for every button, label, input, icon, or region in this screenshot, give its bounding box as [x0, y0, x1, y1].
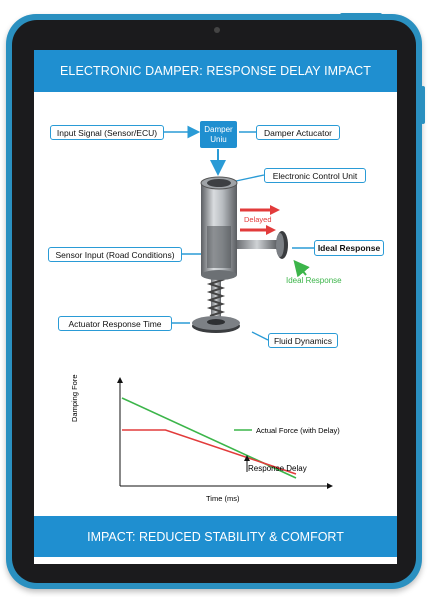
- chart-y-label: Damping Fore: [70, 374, 79, 422]
- side-piston-rod: [237, 240, 277, 249]
- camera-icon: [214, 27, 220, 33]
- footer-banner: IMPACT: REDUCED STABILITY & COMFORT: [34, 516, 397, 557]
- chart-series-line-1: [122, 429, 297, 475]
- damper-actuator-label: Damper Actucator: [256, 125, 340, 140]
- damper-unit-line2: Uniu: [210, 134, 227, 144]
- actuator-response-time-label: Actuator Response Time: [58, 316, 172, 331]
- ideal-response-box: Ideal Response: [314, 240, 384, 256]
- power-button: [340, 13, 382, 17]
- chart-lines: [121, 397, 297, 479]
- fluid-dynamics-label: Fluid Dynamics: [268, 333, 338, 348]
- legend-actual-force: Actual Force (with Delay): [256, 426, 340, 435]
- bottom-strip: [34, 557, 397, 564]
- delayed-label: Delayed: [244, 215, 272, 224]
- damper-unit-line1: Damper: [204, 124, 233, 134]
- connector-ecu: [235, 174, 265, 182]
- footer-title: IMPACT: REDUCED STABILITY & COMFORT: [87, 529, 344, 544]
- ideal-response-label: Ideal Response: [286, 276, 342, 285]
- header-title: ELECTRONIC DAMPER: RESPONSE DELAY IMPACT: [59, 64, 371, 78]
- chart-x-label: Time (ms): [206, 494, 240, 503]
- ideal-arrow: [293, 259, 310, 278]
- screen: ELECTRONIC DAMPER: RESPONSE DELAY IMPACT: [34, 50, 397, 564]
- sensor-input-label: Sensor Input (Road Conditions): [48, 247, 182, 262]
- damper-spring: [206, 275, 226, 317]
- connector-fluid: [251, 331, 269, 341]
- ecu-label: Electronic Control Unit: [264, 168, 366, 183]
- diagram-graphics: [117, 125, 333, 489]
- header-banner: ELECTRONIC DAMPER: RESPONSE DELAY IMPACT: [34, 50, 397, 92]
- response-delay-label: Response Delay: [248, 464, 307, 473]
- volume-button: [421, 86, 425, 124]
- input-signal-label: Input Signal (Sensor/ECU): [50, 125, 164, 140]
